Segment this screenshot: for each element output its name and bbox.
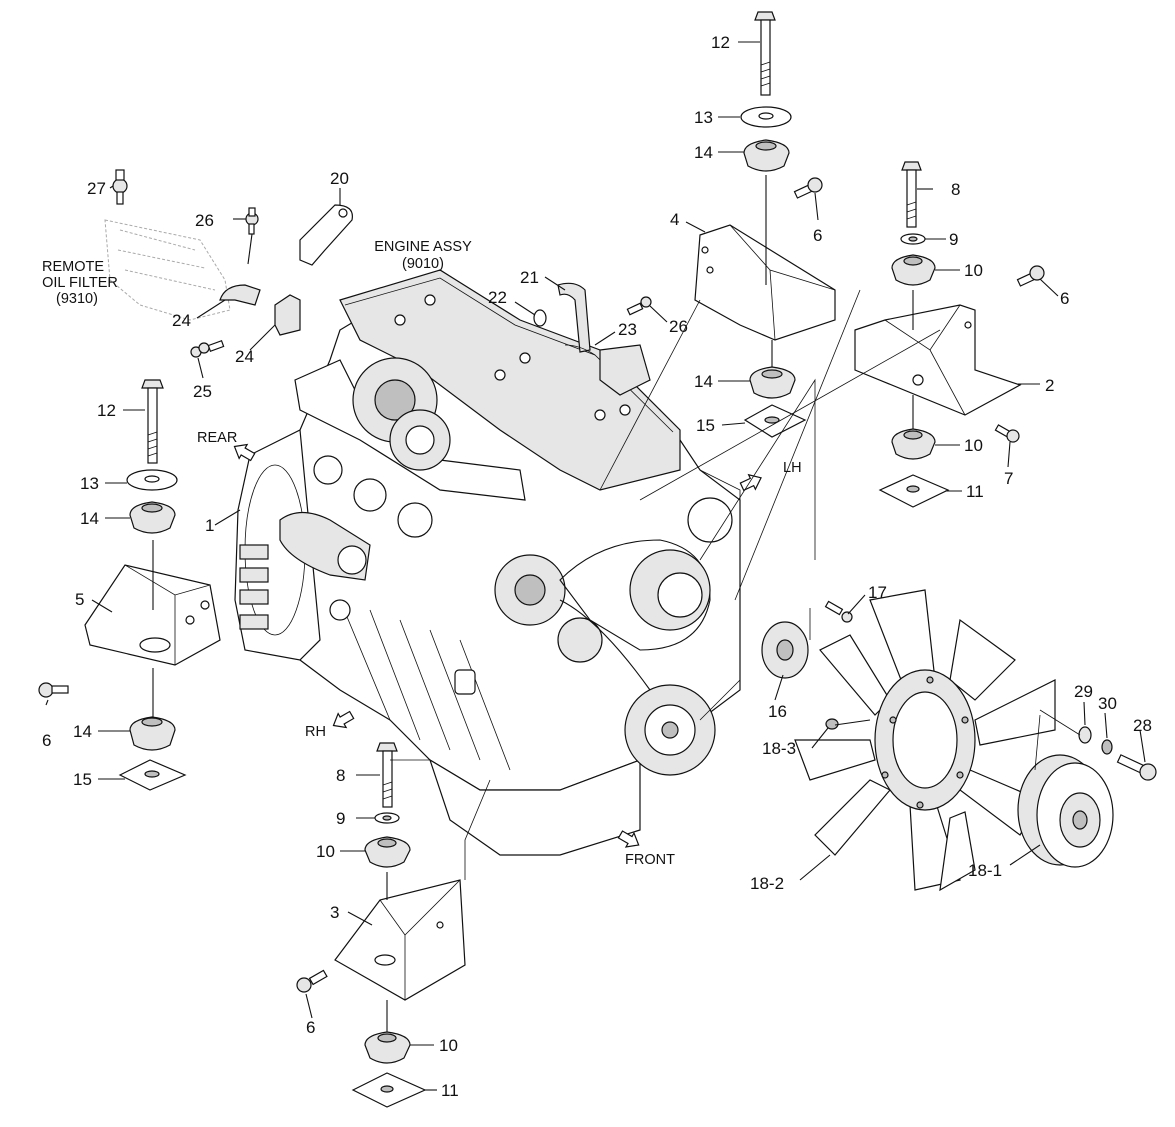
callout-6-lower: 6 — [306, 1018, 315, 1037]
callout-11-right: 11 — [966, 482, 984, 501]
callout-14-lower-left: 14 — [73, 722, 92, 741]
callout-20: 20 — [330, 169, 349, 188]
callout-28: 28 — [1133, 716, 1152, 735]
callout-29: 29 — [1074, 682, 1093, 701]
callout-11-bottom: 11 — [441, 1081, 459, 1100]
callout-6-upper: 6 — [813, 226, 822, 245]
callout-18-1: 18-1 — [968, 861, 1002, 880]
engine-assy-label: ENGINE ASSY — [374, 239, 472, 255]
callout-9-right: 9 — [949, 230, 958, 249]
front-right-mount-stack — [854, 161, 1045, 508]
callout-24-left: 24 — [172, 311, 191, 330]
callout-26-left: 26 — [195, 211, 214, 230]
callout-26-right: 26 — [669, 317, 688, 336]
remote-oil-filter-label-2: OIL FILTER — [42, 275, 118, 291]
callout-15-mid: 15 — [696, 416, 715, 435]
callout-17: 17 — [868, 583, 887, 602]
engine-assy-code: (9010) — [402, 256, 444, 272]
callout-5: 5 — [75, 590, 84, 609]
callout-6-right: 6 — [1060, 289, 1069, 308]
callout-23: 23 — [618, 320, 637, 339]
lower-center-mount-stack — [296, 742, 466, 1108]
callout-25: 25 — [193, 382, 212, 401]
callout-4: 4 — [670, 210, 679, 229]
callout-24-right: 24 — [235, 347, 254, 366]
fan-assembly — [761, 589, 1157, 892]
callout-3: 3 — [330, 903, 339, 922]
direction-arrows — [233, 443, 762, 848]
callouts: 1 2 3 4 5 6 6 6 6 7 8 8 9 9 10 10 10 10 … — [42, 33, 1152, 1100]
captions: ENGINE ASSY (9010) REMOTE OIL FILTER (93… — [42, 239, 802, 868]
callout-8-lower: 8 — [336, 766, 345, 785]
callout-14-upper: 14 — [694, 143, 713, 162]
callout-12-upper: 12 — [711, 33, 730, 52]
callout-21: 21 — [520, 268, 539, 287]
callout-10-lower-right: 10 — [964, 436, 983, 455]
leader-lines — [45, 41, 1146, 1091]
callout-15-lower-left: 15 — [73, 770, 92, 789]
rear-left-mount-stack — [38, 379, 221, 791]
callout-6-left: 6 — [42, 731, 51, 750]
engine-assembly — [234, 269, 741, 856]
callout-13-upper: 13 — [694, 108, 713, 127]
callout-7: 7 — [1004, 469, 1013, 488]
callout-10-bottom: 10 — [439, 1036, 458, 1055]
direction-front: FRONT — [625, 852, 675, 868]
remote-oil-filter-ghost — [104, 219, 231, 321]
small-hardware-upper — [112, 169, 652, 358]
callout-30: 30 — [1098, 694, 1117, 713]
callout-2: 2 — [1045, 376, 1054, 395]
callout-14-mid: 14 — [694, 372, 713, 391]
callout-12-left: 12 — [97, 401, 116, 420]
callout-10-upper-right: 10 — [964, 261, 983, 280]
callout-1: 1 — [205, 516, 214, 535]
remote-oil-filter-label-1: REMOTE — [42, 259, 104, 275]
callout-10-center: 10 — [316, 842, 335, 861]
callout-18-3: 18-3 — [762, 739, 796, 758]
callout-9-lower: 9 — [336, 809, 345, 828]
callout-27: 27 — [87, 179, 106, 198]
upper-right-mount-stack — [694, 11, 836, 438]
callout-14-left: 14 — [80, 509, 99, 528]
callout-22: 22 — [488, 288, 507, 307]
direction-rear: REAR — [197, 430, 237, 446]
direction-lh: LH — [783, 460, 802, 476]
remote-oil-filter-code: (9310) — [56, 291, 98, 307]
direction-rh: RH — [305, 724, 326, 740]
callout-16: 16 — [768, 702, 787, 721]
callout-13-left: 13 — [80, 474, 99, 493]
callout-8-right: 8 — [951, 180, 960, 199]
callout-18-2: 18-2 — [750, 874, 784, 893]
